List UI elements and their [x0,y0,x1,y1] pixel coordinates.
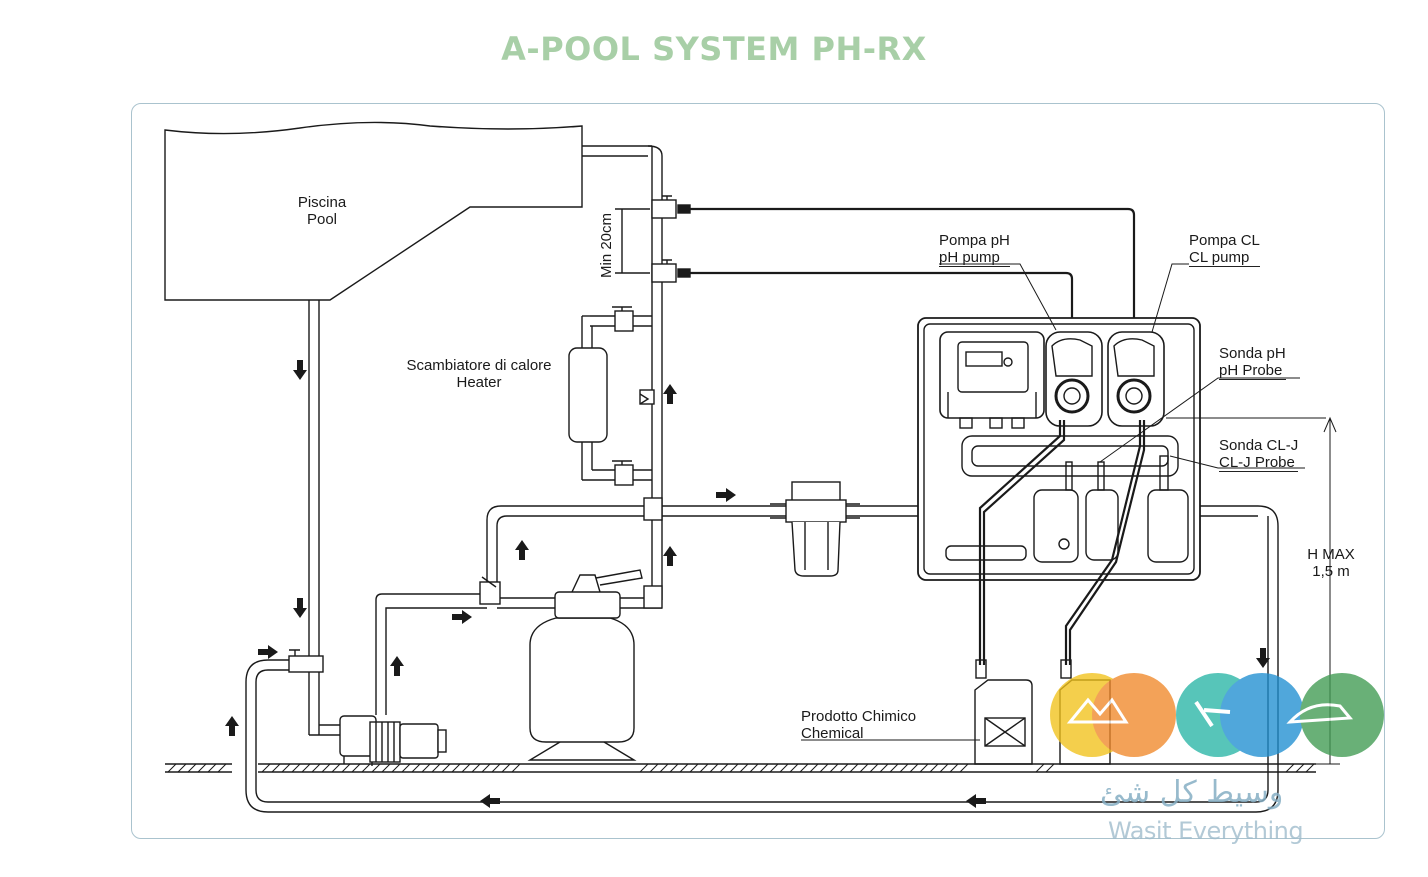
main-valves [288,497,663,673]
arrow-right-3 [258,645,278,659]
arrow-up-5 [225,716,239,736]
ph-probe-label: Sonda pH pH Probe [1219,345,1286,380]
clj-probe-label-en: CL-J Probe [1219,454,1299,472]
chemical-tank-1 [974,659,1033,765]
clj-probe-label: Sonda CL-J CL-J Probe [1219,437,1299,472]
diagram-frame [131,103,1385,839]
cartridge-filter [770,481,860,577]
cl-pump-label-it: Pompa CL [1189,232,1260,249]
hmax-label-value: 1,5 m [1312,563,1350,580]
injection-valves [651,195,677,283]
ph-pump-label-en: pH pump [939,249,1010,267]
arrow-down-1 [293,360,307,380]
pool-label-en: Pool [306,211,338,228]
heater-label-it: Scambiatore di calore [406,357,552,374]
flow-arrows [225,360,1270,808]
ph-probe-label-en: pH Probe [1219,362,1286,380]
arrow-down-3 [1256,648,1270,668]
pump-to-filter-pipe [375,593,662,715]
ph-probe-label-it: Sonda pH [1219,345,1286,362]
ground-hatch [167,763,1315,773]
hmax-label: H MAX 1,5 m [1298,546,1364,580]
heater-label: Scambiatore di calore Heater [392,357,566,391]
watermark-arabic: وسيط كل شئ [1100,775,1284,810]
arrow-up-4 [390,656,404,676]
pool-label-it: Piscina [297,194,347,211]
watermark-logo [1050,673,1384,757]
circulation-pump [339,715,447,766]
chemical-suction-lines [978,420,1146,665]
hmax-label-title: H MAX [1307,546,1355,563]
dosing-panel [917,317,1201,581]
min-distance-label: Min 20cm [598,212,615,278]
diagram-title: A-POOL SYSTEM PH-RX [501,30,927,68]
min-distance-dimension [615,208,650,274]
ph-pump-label-it: Pompa pH [939,232,1010,249]
heater-body [568,347,608,443]
arrow-left-2 [966,794,986,808]
heater-label-en: Heater [456,374,502,391]
arrow-right-1 [716,488,736,502]
arrow-down-2 [293,598,307,618]
chemical-label: Prodotto Chimico Chemical [801,708,916,742]
arrow-up-3 [515,540,529,560]
chemical-label-it: Prodotto Chimico [801,708,917,725]
arrow-right-2 [452,610,472,624]
sand-filter [527,569,643,761]
pool-return-pipe [582,145,663,600]
pool-label: Piscina Pool [282,194,362,228]
heater-loop [568,306,655,486]
injection-lines [677,204,1136,340]
pool-basin [164,121,583,301]
ph-pump-label: Pompa pH pH pump [939,232,1010,267]
arrow-left-1 [480,794,500,808]
watermark-english: Wasit Everything [1108,817,1304,845]
arrow-up-2 [663,546,677,566]
arrow-up-1 [663,384,677,404]
clj-probe-label-it: Sonda CL-J [1219,437,1299,454]
cl-pump-label-en: CL pump [1189,249,1260,267]
cl-pump-label: Pompa CL CL pump [1189,232,1260,267]
label-leaders [801,263,1340,765]
chemical-label-en: Chemical [801,725,864,742]
